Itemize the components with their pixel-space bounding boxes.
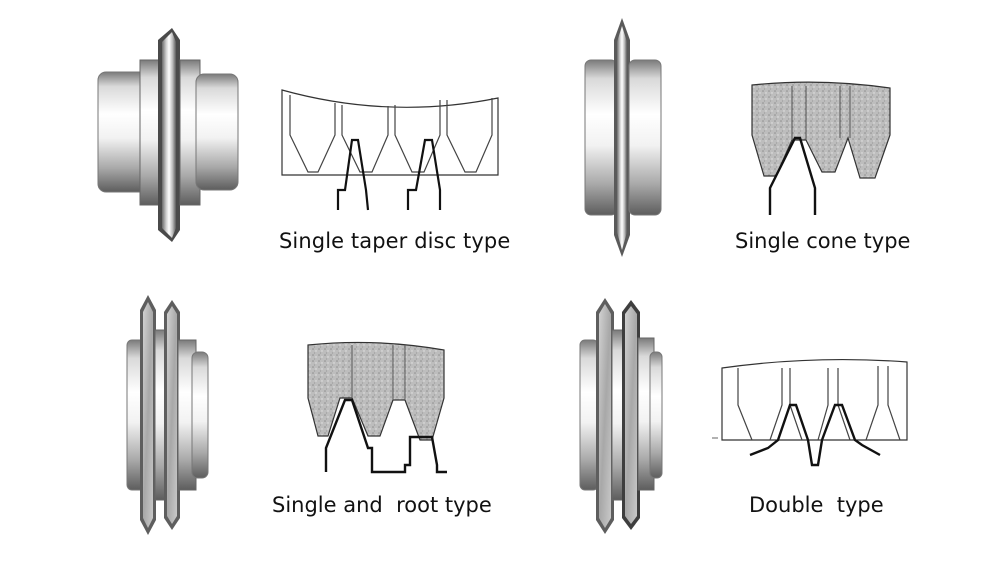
single-and-root-wheel-icon: [126, 295, 209, 535]
single-cone-diagram: [751, 81, 891, 215]
single-and-root-diagram: [307, 341, 447, 474]
caption-double-type: Double type: [749, 493, 884, 517]
double-type-diagram: [712, 358, 908, 467]
caption-single-taper-disc: Single taper disc type: [279, 229, 510, 253]
caption-single-cone: Single cone type: [735, 229, 910, 253]
single-taper-disc-wheel-icon: [97, 28, 239, 242]
single-taper-disc-diagram: [281, 89, 499, 211]
single-cone-wheel-icon: [584, 18, 662, 257]
double-type-wheel-icon: [579, 298, 663, 534]
caption-single-and-root: Single and root type: [272, 493, 492, 517]
